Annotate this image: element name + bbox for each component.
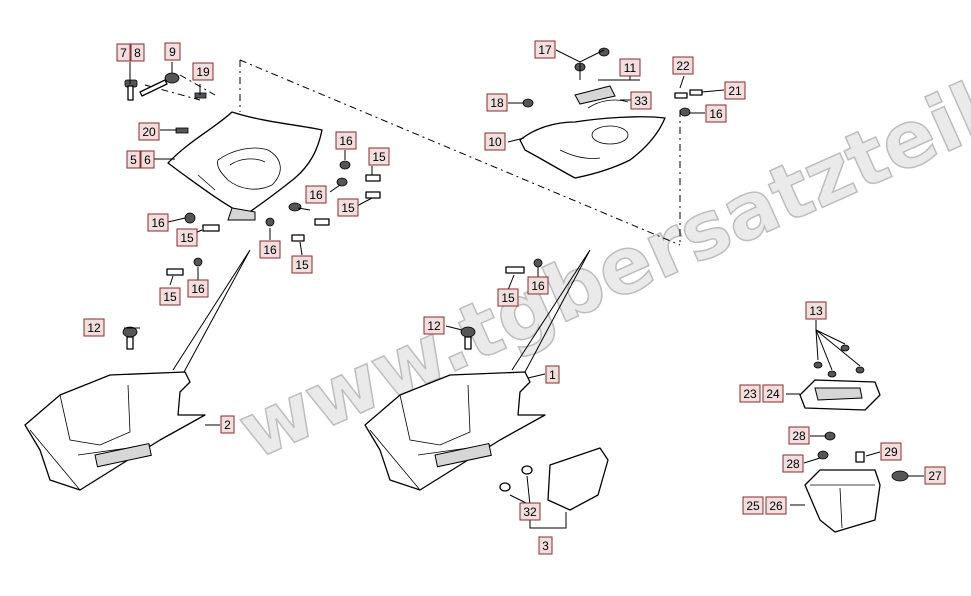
part-label: 5 (126, 150, 141, 169)
svg-text:16: 16 (191, 282, 205, 296)
svg-text:8: 8 (134, 46, 141, 60)
svg-text:18: 18 (490, 96, 504, 110)
front-fender-cover (167, 111, 323, 221)
part-label: 16 (147, 213, 169, 232)
battery-cover (799, 344, 881, 411)
svg-text:15: 15 (163, 290, 177, 304)
part-label: 19 (192, 62, 214, 81)
svg-text:15: 15 (372, 150, 386, 164)
svg-text:19: 19 (196, 65, 210, 79)
part-label: 15 (291, 255, 313, 274)
part-label: 27 (924, 466, 946, 485)
fender-hardware (124, 72, 381, 276)
right-footrest (364, 326, 546, 491)
part-label: 16 (305, 185, 327, 204)
svg-text:32: 32 (523, 505, 537, 519)
svg-text:11: 11 (624, 61, 637, 75)
part-label: 7 (116, 43, 131, 62)
svg-text:16: 16 (309, 188, 323, 202)
part-label: 16 (335, 131, 357, 150)
part-label: 15 (159, 287, 181, 306)
svg-text:15: 15 (341, 201, 355, 215)
svg-text:23: 23 (743, 387, 757, 401)
svg-text:12: 12 (87, 321, 101, 335)
rear-fender-cover (505, 47, 703, 274)
part-label: 15 (337, 198, 359, 217)
svg-text:5: 5 (130, 153, 137, 167)
svg-text:3: 3 (542, 539, 549, 553)
svg-text:16: 16 (709, 107, 723, 121)
svg-text:13: 13 (809, 304, 823, 318)
part-label: 22 (672, 56, 694, 75)
part-label: 6 (140, 150, 155, 169)
svg-text:12: 12 (427, 319, 441, 333)
part-label: 17 (534, 40, 556, 59)
part-label: 28 (782, 454, 804, 473)
svg-text:16: 16 (151, 216, 165, 230)
part-label: 1 (545, 365, 560, 384)
part-label: 32 (519, 502, 541, 521)
leader-lines (124, 49, 924, 529)
part-label: 23 (739, 384, 761, 403)
part-label: 28 (788, 426, 810, 445)
svg-text:1: 1 (549, 368, 556, 382)
part-label: 3 (538, 536, 553, 555)
svg-text:29: 29 (884, 445, 898, 459)
left-footrest (24, 326, 206, 491)
part-label: 10 (484, 132, 506, 151)
part-label: 25 (742, 496, 764, 515)
part-label: 24 (762, 384, 784, 403)
svg-text:6: 6 (144, 153, 151, 167)
svg-text:15: 15 (180, 231, 194, 245)
part-label: 18 (486, 93, 508, 112)
svg-text:24: 24 (766, 387, 780, 401)
part-label: 15 (176, 228, 198, 247)
part-label: 16 (187, 279, 209, 298)
svg-text:22: 22 (676, 59, 690, 73)
part-label: 29 (880, 442, 902, 461)
svg-text:9: 9 (169, 45, 176, 59)
svg-text:28: 28 (792, 429, 806, 443)
svg-text:10: 10 (488, 135, 502, 149)
part-label: 21 (724, 81, 746, 100)
part-label: 8 (130, 43, 145, 62)
svg-text:20: 20 (142, 125, 156, 139)
svg-text:33: 33 (634, 94, 648, 108)
svg-text:28: 28 (786, 457, 800, 471)
part-label: 13 (805, 301, 827, 320)
footrest-cover-plate (499, 447, 609, 511)
svg-text:27: 27 (928, 469, 942, 483)
part-label: 2 (220, 415, 235, 434)
part-label: 15 (368, 147, 390, 166)
part-label: 12 (423, 316, 445, 335)
svg-text:16: 16 (263, 243, 277, 257)
svg-text:26: 26 (769, 499, 783, 513)
part-label: 26 (765, 496, 787, 515)
part-label: 16 (527, 276, 549, 295)
part-label: 16 (259, 240, 281, 259)
part-label: 20 (138, 122, 160, 141)
part-label: 16 (705, 104, 727, 123)
part-label: 11 (619, 58, 641, 77)
svg-text:25: 25 (746, 499, 760, 513)
svg-text:16: 16 (339, 134, 353, 148)
svg-text:7: 7 (120, 46, 127, 60)
svg-text:15: 15 (295, 258, 309, 272)
svg-text:21: 21 (728, 84, 742, 98)
svg-text:16: 16 (531, 279, 545, 293)
svg-text:17: 17 (538, 43, 552, 57)
part-label: 15 (497, 288, 519, 307)
part-label: 9 (164, 42, 181, 61)
part-labels: 7 8 9 19 20 5 6 16 15 16 15 16 15 16 15 … (83, 40, 946, 555)
part-label: 12 (83, 318, 105, 337)
svg-text:2: 2 (224, 418, 231, 432)
battery-box (804, 431, 909, 533)
part-label: 33 (630, 91, 652, 110)
svg-text:15: 15 (501, 291, 515, 305)
alignment-lines (144, 59, 681, 246)
